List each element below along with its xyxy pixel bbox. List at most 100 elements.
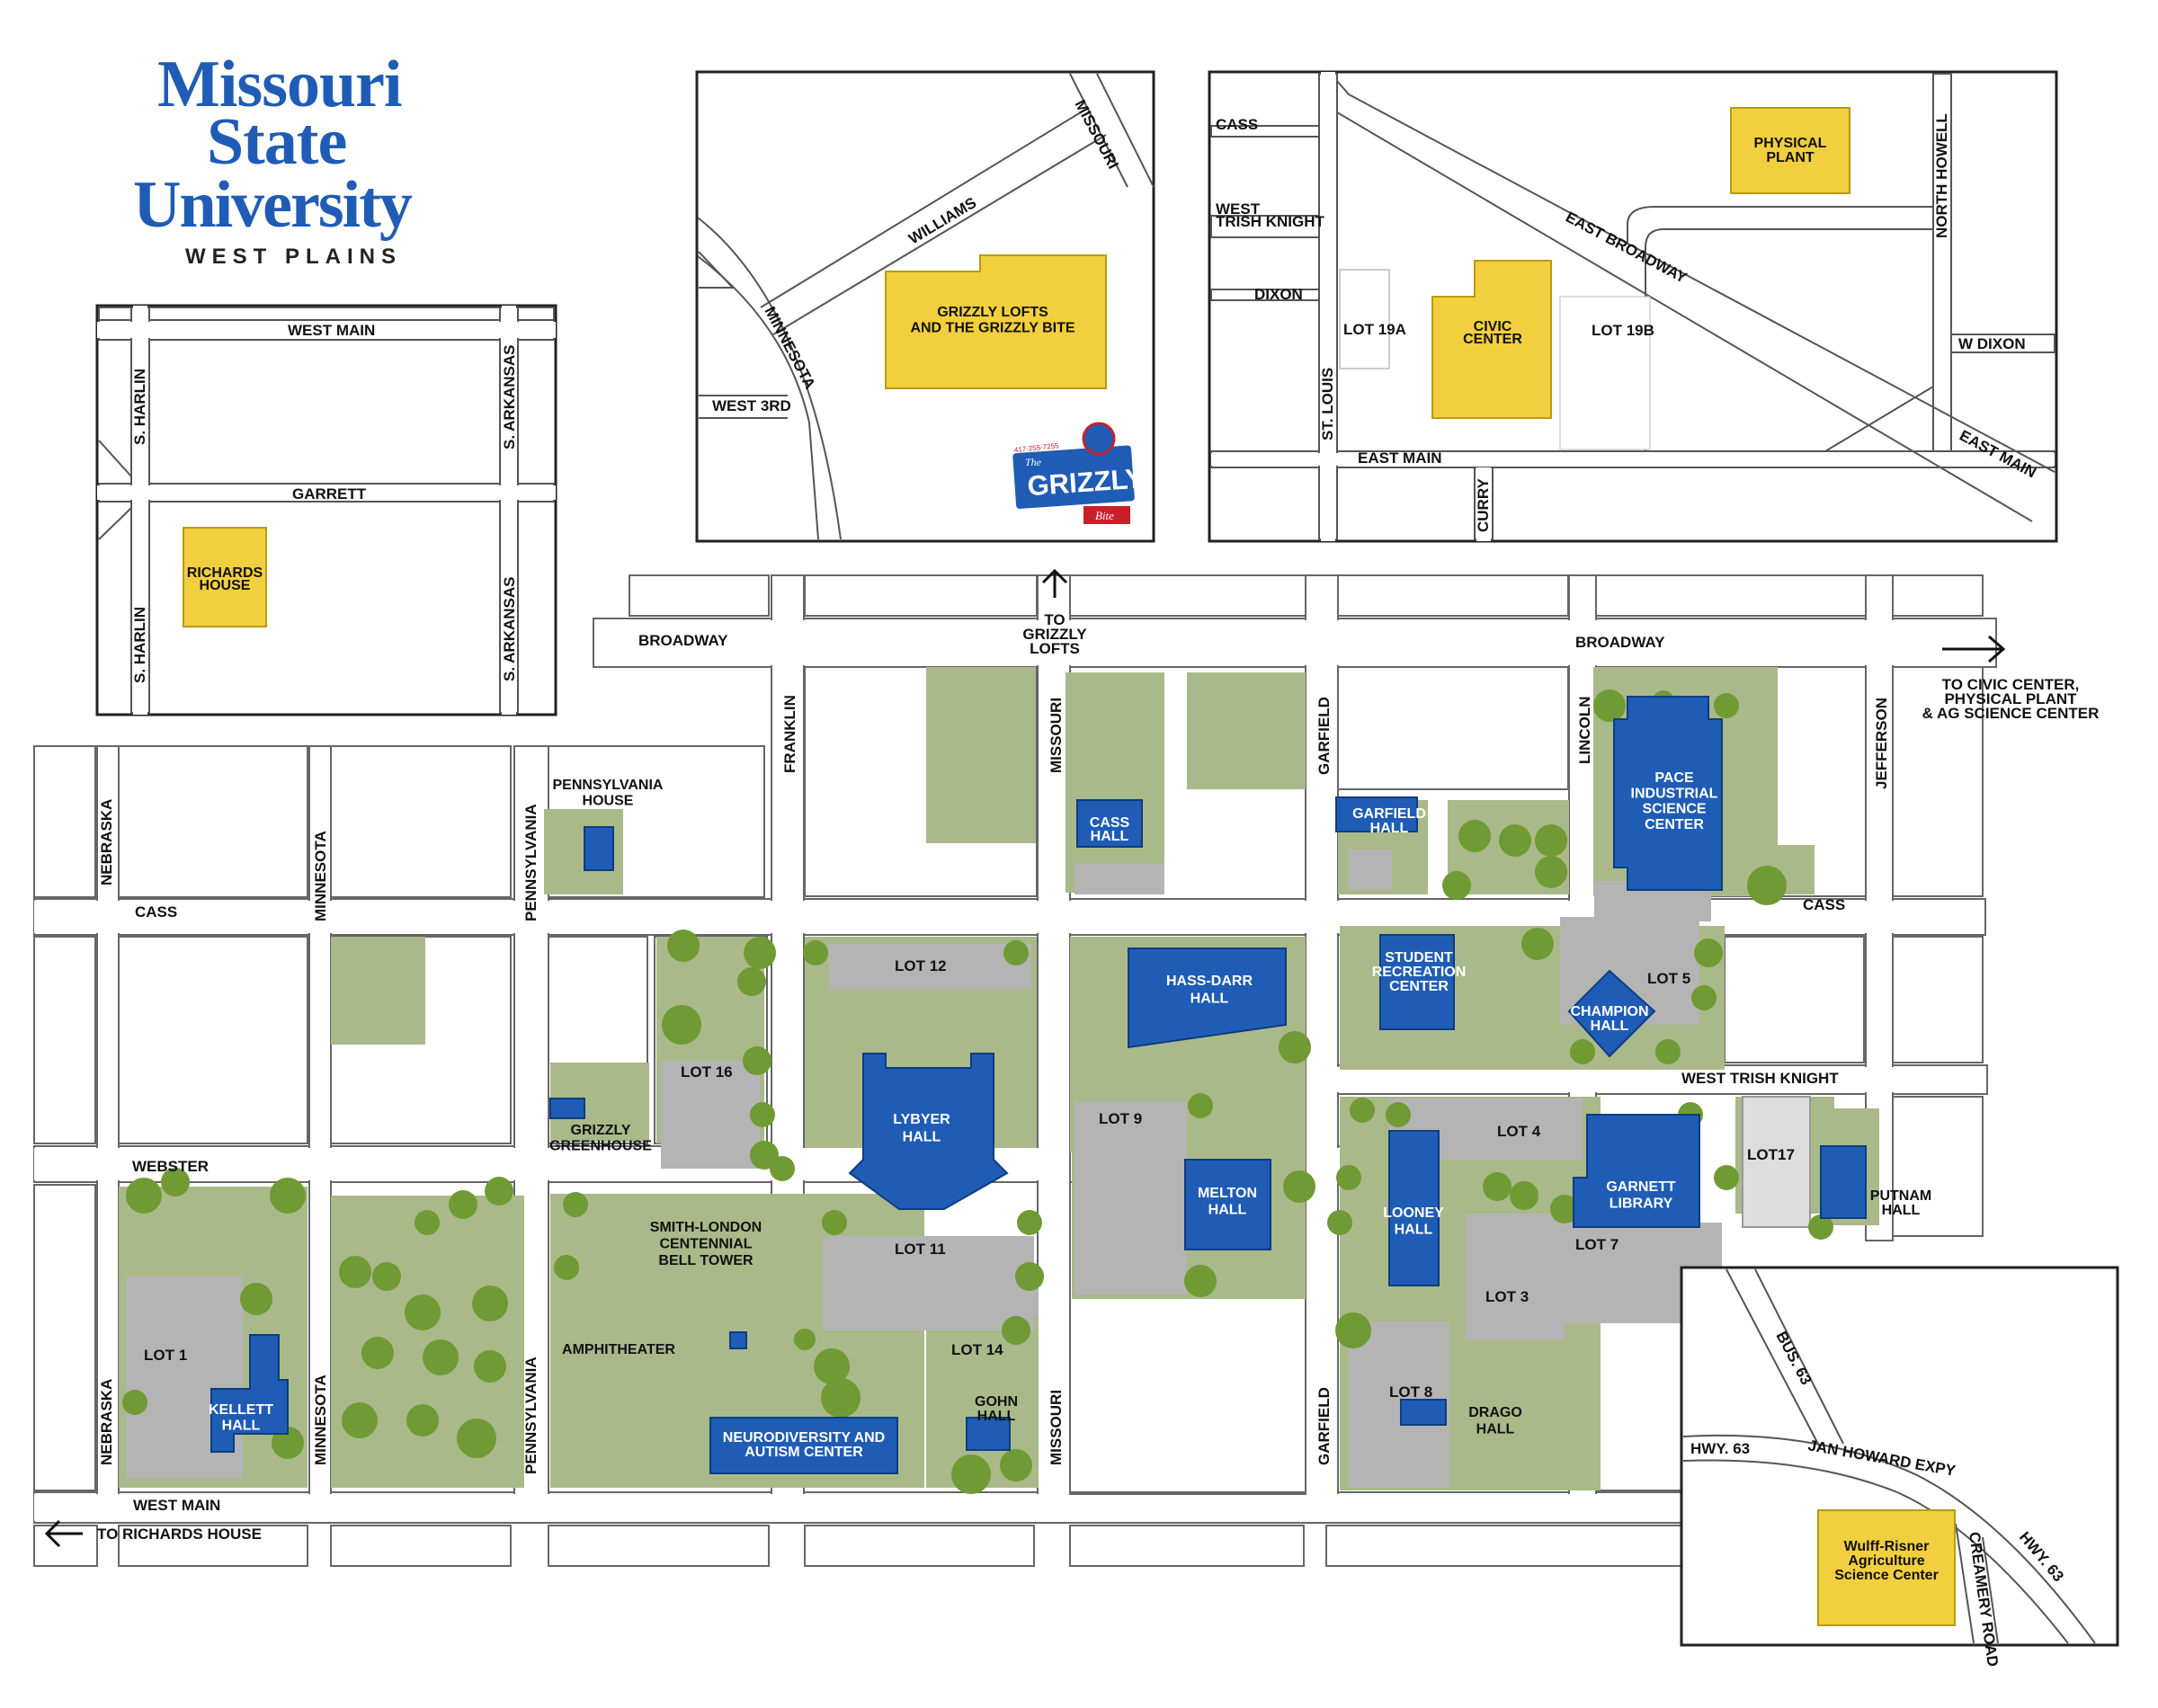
gohn-hall[interactable]: [966, 1417, 1011, 1451]
street-west-main: WEST MAIN: [133, 1497, 220, 1514]
street-harlin-top: S. HARLIN: [131, 369, 148, 445]
cass-hall[interactable]: [1076, 799, 1143, 848]
street-nebraska-top: NEBRASKA: [98, 799, 115, 885]
street-broadway-west: BROADWAY: [638, 632, 728, 649]
kellett-hall[interactable]: [210, 1334, 289, 1453]
pace-industrial-science-center[interactable]: [1613, 696, 1723, 891]
street-wdixon-civic: W DIXON: [1958, 335, 2026, 352]
street-stlouis-civic: ST. LOUIS: [1319, 368, 1336, 440]
neurodiversity-autism-center[interactable]: [709, 1417, 898, 1474]
lot9-label: LOT 9: [1099, 1110, 1142, 1127]
street-cass-west: CASS: [135, 903, 177, 921]
street-west-trish-knight: WEST TRISH KNIGHT: [1681, 1070, 1839, 1087]
street-labels: BROADWAY BROADWAY CASS CASS WEBSTER WEST…: [98, 632, 1890, 1514]
street-webster: WEBSTER: [132, 1158, 209, 1175]
lot4-label: LOT 4: [1497, 1123, 1541, 1140]
lot14-label: LOT 14: [951, 1341, 1003, 1358]
putnam-hall[interactable]: [1820, 1145, 1867, 1219]
lybyer-hall[interactable]: [848, 1053, 1009, 1210]
champion-hall[interactable]: [1567, 969, 1656, 1058]
lot5-label: LOT 5: [1647, 970, 1690, 987]
street-west3rd-inset: WEST 3RD: [712, 397, 791, 414]
street-arkansas-top: S. ARKANSAS: [501, 345, 518, 450]
logo-state: State: [207, 105, 346, 179]
street-harlin-bottom: S. HARLIN: [131, 607, 148, 683]
direction-civic-label: TO CIVIC CENTER,PHYSICAL PLANT& AG SCIEN…: [1922, 676, 2100, 722]
lot17-area[interactable]: [1742, 1096, 1811, 1228]
civic-center[interactable]: [1431, 260, 1552, 419]
street-northhowell-civic: NORTH HOWELL: [1933, 113, 1950, 238]
richards-house[interactable]: [183, 527, 267, 627]
melton-hall[interactable]: [1184, 1159, 1271, 1250]
arrow-to-richards[interactable]: TO RICHARDS HOUSE: [44, 1519, 262, 1548]
grizzly-bite-logo: The GRIZZLY Bite 417-255-7255: [1012, 422, 1146, 524]
lot12-label: LOT 12: [895, 957, 947, 974]
street-nebraska-bottom: NEBRASKA: [98, 1379, 115, 1465]
street-garfield-top: GARFIELD: [1315, 697, 1333, 775]
street-garfield-bottom: GARFIELD: [1315, 1387, 1333, 1465]
grizzly-logo-small: The: [1025, 456, 1042, 468]
lot16-label: LOT 16: [681, 1063, 733, 1081]
street-hwy63a: HWY. 63: [1690, 1440, 1750, 1457]
street-minnesota-bottom: MINNESOTA: [312, 1374, 329, 1465]
street-dixon-civic: DIXON: [1254, 286, 1303, 303]
grizzly-greenhouse[interactable]: [549, 1098, 585, 1119]
inset-richards-house: WEST MAIN GARRETT S. HARLIN S. HARLIN S.…: [95, 304, 557, 716]
lot9-area[interactable]: [1075, 1101, 1187, 1294]
bell-tower[interactable]: [729, 1331, 747, 1349]
lot7-label: LOT 7: [1575, 1236, 1618, 1253]
physical-plant[interactable]: [1730, 107, 1850, 194]
student-recreation-center[interactable]: [1379, 934, 1455, 1030]
logo-west-plains: WEST PLAINS: [185, 245, 402, 269]
lot11-label: LOT 11: [895, 1241, 946, 1258]
trees: [122, 689, 1833, 1494]
wulff-risner-ag-center[interactable]: [1817, 1509, 1956, 1626]
lot19a-label: LOT 19A: [1343, 321, 1406, 338]
street-jefferson: JEFFERSON: [1873, 698, 1890, 789]
lot12-area[interactable]: [829, 944, 1031, 989]
street-garrett-inset: GARRETT: [292, 485, 367, 503]
looney-hall[interactable]: [1388, 1130, 1440, 1286]
arrow-to-civic[interactable]: TO CIVIC CENTER,PHYSICAL PLANT& AG SCIEN…: [1922, 635, 2100, 722]
street-missouri-bottom: MISSOURI: [1048, 1390, 1065, 1465]
street-pennsylvania-top: PENNSYLVANIA: [522, 804, 540, 921]
garfield-hall[interactable]: [1335, 796, 1418, 832]
logo-missouri: Missouri: [157, 48, 402, 121]
lot16-area[interactable]: [661, 1061, 760, 1169]
street-curry-civic: CURRY: [1475, 478, 1492, 532]
lot8-label: LOT 8: [1389, 1383, 1432, 1401]
grizzly-lofts[interactable]: [885, 254, 1107, 389]
lot3-label: LOT 3: [1485, 1288, 1529, 1305]
garnett-library[interactable]: [1573, 1114, 1700, 1228]
street-eastmain-civic: EAST MAIN: [1358, 449, 1442, 467]
lot8-building[interactable]: [1400, 1399, 1447, 1426]
inset-grizzly-lofts: MISSOURI WILLIAMS MINNESOTA WEST 3RD GRI…: [695, 70, 1155, 543]
hass-darr-hall[interactable]: [1128, 947, 1287, 1049]
street-lincoln: LINCOLN: [1576, 696, 1593, 764]
pennsylvania-house[interactable]: [584, 826, 614, 871]
street-franklin: FRANKLIN: [781, 695, 798, 773]
